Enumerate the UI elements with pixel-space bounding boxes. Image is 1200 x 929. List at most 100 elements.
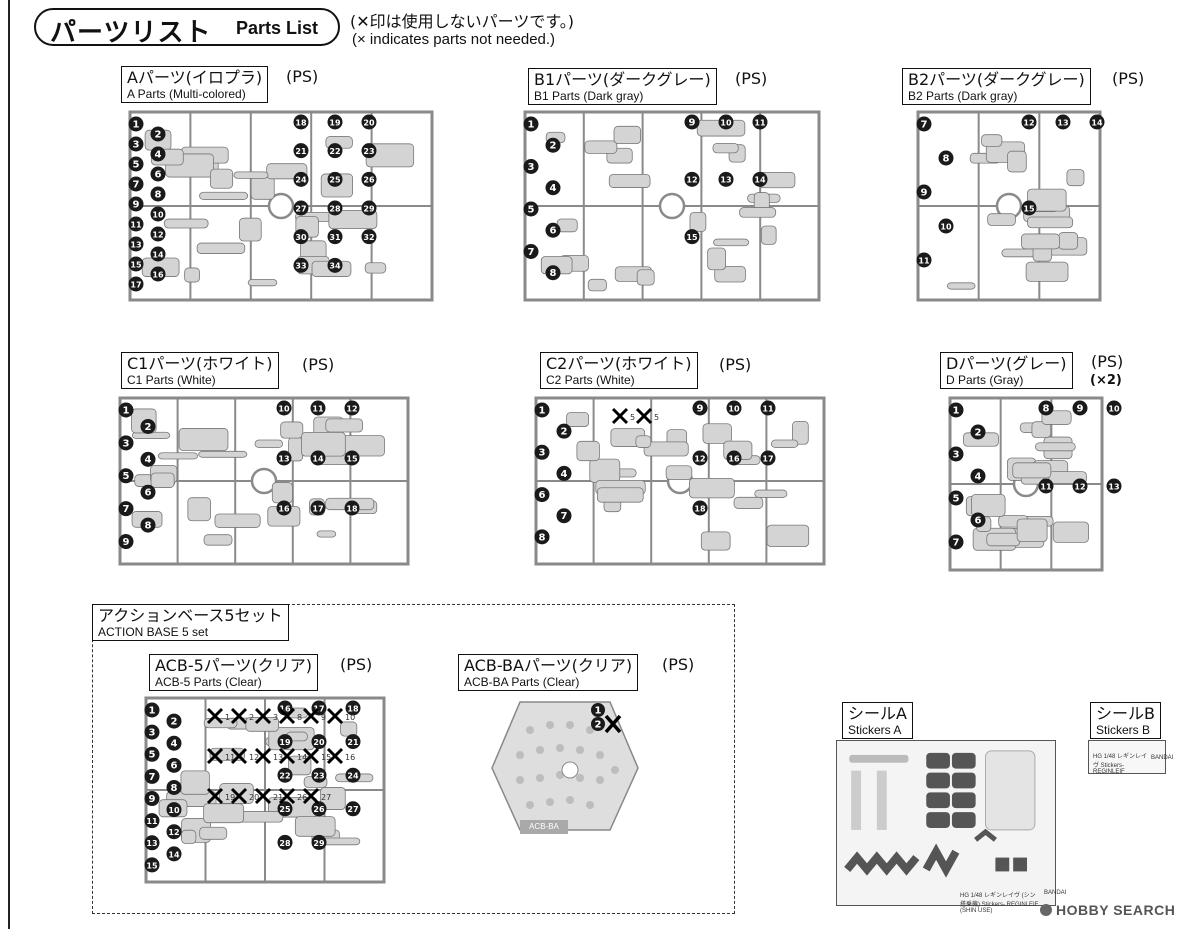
svg-text:8: 8 <box>943 153 950 164</box>
part-number-badge: 3 <box>948 446 964 462</box>
svg-text:2: 2 <box>145 422 152 433</box>
part-number-badge: 2 <box>140 418 156 434</box>
part-number-badge: 21 <box>293 143 309 159</box>
part-number-badge: 28 <box>327 200 343 216</box>
svg-text:13: 13 <box>720 176 731 185</box>
not-needed-cross: 3 <box>254 707 278 725</box>
svg-text:12: 12 <box>152 230 163 239</box>
not-needed-cross: 11 <box>206 747 235 765</box>
page-title-jp: パーツリスト <box>50 18 212 48</box>
svg-text:29: 29 <box>363 204 375 213</box>
not-needed-cross: 26 <box>278 787 307 805</box>
svg-text:1: 1 <box>539 405 546 416</box>
part-number-badge: 9 <box>692 400 708 416</box>
svg-text:2: 2 <box>595 720 602 731</box>
part-number-badge: 17 <box>128 276 144 292</box>
svg-text:14: 14 <box>1091 118 1103 127</box>
svg-text:9: 9 <box>123 537 130 548</box>
runner-b1-material: (PS) <box>735 69 768 88</box>
part-number-badge: 32 <box>361 229 377 245</box>
part-number-badge: 12 <box>1021 114 1037 130</box>
part-number-badge: 11 <box>310 400 326 416</box>
svg-text:21: 21 <box>295 147 307 156</box>
runner-c1-label-en: C1 Parts (White) <box>127 373 216 387</box>
svg-text:4: 4 <box>561 469 568 480</box>
svg-text:18: 18 <box>295 118 307 127</box>
svg-text:10: 10 <box>152 210 164 219</box>
part-number-badge: 9 <box>128 196 144 212</box>
svg-text:13: 13 <box>1108 482 1119 491</box>
svg-text:21: 21 <box>347 738 359 747</box>
part-number-badge: 7 <box>144 768 160 784</box>
runner-c1-label-jp: C1パーツ(ホワイト) <box>127 354 273 373</box>
runner-a-label-jp: Aパーツ(イロプラ) <box>127 68 263 87</box>
part-number-badge: 12 <box>344 400 360 416</box>
part-number-badge: 11 <box>760 400 776 416</box>
part-number-badge: 24 <box>345 767 361 783</box>
not-needed-cross <box>604 714 622 734</box>
part-number-badge: 5 <box>128 156 144 172</box>
part-number-badge: 14 <box>150 246 166 262</box>
svg-text:3: 3 <box>273 713 278 722</box>
part-number-badge: 29 <box>361 200 377 216</box>
runner-acb5-label-en: ACB-5 Parts (Clear) <box>155 675 262 689</box>
part-number-badge: 9 <box>684 114 700 130</box>
svg-text:5: 5 <box>953 493 960 504</box>
svg-text:6: 6 <box>145 488 152 499</box>
svg-text:15: 15 <box>346 454 358 463</box>
runner-acbba-material: (PS) <box>662 655 695 674</box>
svg-text:26: 26 <box>297 793 307 802</box>
sticker-a-label-jp: シールA <box>848 704 907 723</box>
svg-text:8: 8 <box>145 521 152 532</box>
svg-text:4: 4 <box>550 183 557 194</box>
svg-text:4: 4 <box>155 149 162 160</box>
svg-text:27: 27 <box>321 793 331 802</box>
part-number-badge: 7 <box>128 176 144 192</box>
runner-c2-label-en: C2 Parts (White) <box>546 373 635 387</box>
part-number-badge: 20 <box>361 114 377 130</box>
svg-text:12: 12 <box>1023 118 1034 127</box>
svg-text:6: 6 <box>550 226 557 237</box>
page-title-en: Parts List <box>236 18 319 38</box>
svg-text:11: 11 <box>918 256 930 265</box>
svg-text:22: 22 <box>329 147 340 156</box>
part-number-badge: 22 <box>327 143 343 159</box>
runner-c2-label-jp: C2パーツ(ホワイト) <box>546 354 692 373</box>
svg-text:5: 5 <box>123 471 130 482</box>
runner-d-label: Dパーツ(グレー) D Parts (Gray) <box>940 352 1073 389</box>
part-number-badge: 16 <box>276 500 292 516</box>
svg-text:24: 24 <box>347 772 359 781</box>
part-number-badge: 5 <box>523 201 539 217</box>
svg-text:19: 19 <box>329 118 341 127</box>
part-number-badge: 12 <box>150 226 166 242</box>
runner-acb5-label: ACB-5パーツ(クリア) ACB-5 Parts (Clear) <box>149 654 318 691</box>
part-number-badge: 23 <box>361 143 377 159</box>
svg-text:3: 3 <box>133 139 140 150</box>
not-needed-cross: 8 <box>278 707 302 725</box>
part-number-badge: 8 <box>140 517 156 533</box>
note-en: (× indicates parts not needed.) <box>352 31 556 48</box>
svg-text:5: 5 <box>149 750 156 761</box>
not-needed-cross: 14 <box>278 747 307 765</box>
svg-text:10: 10 <box>720 118 732 127</box>
part-number-badge: 11 <box>144 813 160 829</box>
not-needed-cross: 19 <box>206 787 235 805</box>
part-number-badge: 4 <box>140 451 156 467</box>
svg-text:9: 9 <box>921 187 928 198</box>
action-base-label: アクションベース5セット ACTION BASE 5 set <box>92 604 289 641</box>
runner-acbba-label-jp: ACB-BAパーツ(クリア) <box>464 656 633 675</box>
svg-text:12: 12 <box>686 176 697 185</box>
svg-text:17: 17 <box>762 454 773 463</box>
svg-text:9: 9 <box>689 117 696 128</box>
part-number-badge: 12 <box>166 824 182 840</box>
not-needed-cross: 5 <box>611 407 635 425</box>
svg-text:1: 1 <box>595 706 602 717</box>
part-number-badge: 17 <box>310 500 326 516</box>
part-number-badge: 13 <box>276 450 292 466</box>
svg-text:11: 11 <box>1040 482 1052 491</box>
part-number-badge: 11 <box>916 252 932 268</box>
part-number-badge: 3 <box>118 435 134 451</box>
svg-text:12: 12 <box>168 828 179 837</box>
